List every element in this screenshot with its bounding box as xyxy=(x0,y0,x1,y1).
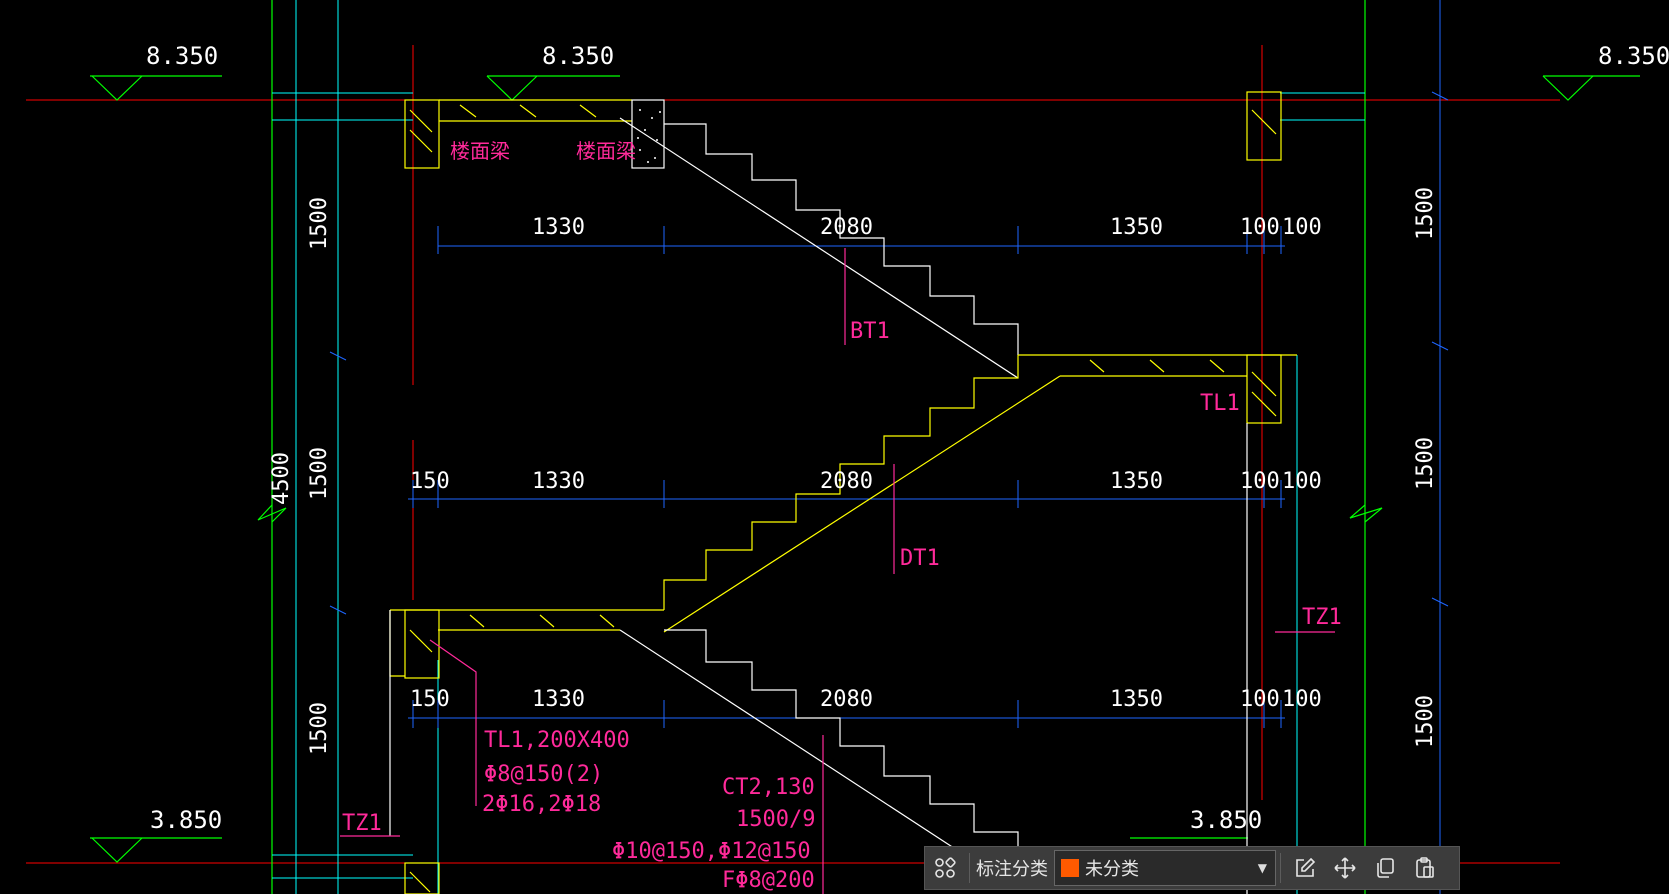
annotation-toolbar: 标注分类 未分类 ▼ xyxy=(924,846,1460,890)
move-icon[interactable] xyxy=(1325,848,1365,888)
dimension-text: 1330 xyxy=(532,469,585,494)
elevation-label: 3.850 xyxy=(1190,806,1262,834)
dimension-text: 100 xyxy=(1240,469,1280,494)
vertical-dimension-text: 1500 xyxy=(307,702,332,755)
ct2-soffit xyxy=(619,629,961,853)
dimension-text: 1350 xyxy=(1110,215,1163,240)
category-value: 未分类 xyxy=(1085,859,1139,880)
tl1-annotation-line: TL1,200X400 xyxy=(484,728,630,753)
chevron-down-icon: ▼ xyxy=(1257,861,1267,875)
tl1-annotation-line: Φ8@150(2) xyxy=(484,762,603,787)
dimension-text: 100 xyxy=(1240,215,1280,240)
elevation-label: 8.350 xyxy=(1598,42,1669,70)
beam-label: 楼面梁 xyxy=(576,139,636,163)
member-label-tz1: TZ1 xyxy=(342,811,382,836)
dimension-text: 1350 xyxy=(1110,469,1163,494)
dimension-text: 150 xyxy=(410,687,450,712)
category-label: 标注分类 xyxy=(976,859,1048,880)
member-label-bt1: BT1 xyxy=(850,319,890,344)
ct2-annotation-line: CT2,130 xyxy=(722,775,815,800)
dimension-text: 100 xyxy=(1240,687,1280,712)
member-label-tl1: TL1 xyxy=(1200,391,1240,416)
member-label-tz1: TZ1 xyxy=(1302,605,1342,630)
dimension-text: 100 xyxy=(1282,215,1322,240)
lower-landing-slab xyxy=(389,609,664,894)
vertical-dimension-text: 1500 xyxy=(307,447,332,500)
dt1-steps xyxy=(663,355,1019,610)
dimension-lines xyxy=(408,226,1285,728)
dimension-text: 1330 xyxy=(532,687,585,712)
dimension-text: 2080 xyxy=(820,469,873,494)
beam-label: 楼面梁 xyxy=(450,139,510,163)
vertical-dimension-text: 1500 xyxy=(307,197,332,250)
grid-icon[interactable] xyxy=(925,848,965,888)
ct2-annotation-line: Φ10@150,Φ12@150 xyxy=(612,839,811,864)
edit-icon[interactable] xyxy=(1285,848,1325,888)
beam-section xyxy=(631,99,665,169)
mid-landing-slab xyxy=(1018,354,1297,424)
vertical-dimension-text: 1500 xyxy=(1413,695,1438,748)
vertical-dimension-text: 1500 xyxy=(1413,187,1438,240)
toolbar-divider xyxy=(969,853,970,883)
elevation-label: 8.350 xyxy=(542,42,614,70)
dimension-text: 100 xyxy=(1282,687,1322,712)
dimension-text: 1350 xyxy=(1110,687,1163,712)
upper-flight-steps xyxy=(664,123,1019,355)
leader-lines xyxy=(340,248,1335,894)
ct2-annotation-line: FΦ8@200 xyxy=(722,868,815,893)
paste-icon[interactable] xyxy=(1405,848,1445,888)
dimension-text: 2080 xyxy=(820,215,873,240)
dimension-text: 2080 xyxy=(820,687,873,712)
ct2-steps xyxy=(664,629,1019,860)
dimension-text: 1330 xyxy=(532,215,585,240)
break-symbol-right xyxy=(1349,504,1383,523)
dimension-text: 100 xyxy=(1282,469,1322,494)
dt1-soffit xyxy=(663,375,1061,633)
member-label-dt1: DT1 xyxy=(900,546,940,571)
vertical-dimension-text: 4500 xyxy=(269,452,294,505)
top-landing-slab xyxy=(404,91,1282,169)
upper-flight-soffit xyxy=(619,117,1019,379)
copy-icon[interactable] xyxy=(1365,848,1405,888)
vertical-dimension-text: 1500 xyxy=(1413,437,1438,490)
elevation-label: 8.350 xyxy=(146,42,218,70)
category-select[interactable]: 未分类 ▼ xyxy=(1054,850,1276,886)
dimension-text: 150 xyxy=(410,469,450,494)
tl1-annotation-line: 2Φ16,2Φ18 xyxy=(482,792,601,817)
toolbar-divider xyxy=(1280,853,1281,883)
break-symbol-left xyxy=(257,504,287,523)
elevation-markers xyxy=(90,75,1640,863)
category-color-swatch xyxy=(1061,859,1079,877)
ct2-annotation-line: 1500/9 xyxy=(736,807,815,832)
elevation-label: 3.850 xyxy=(150,806,222,834)
